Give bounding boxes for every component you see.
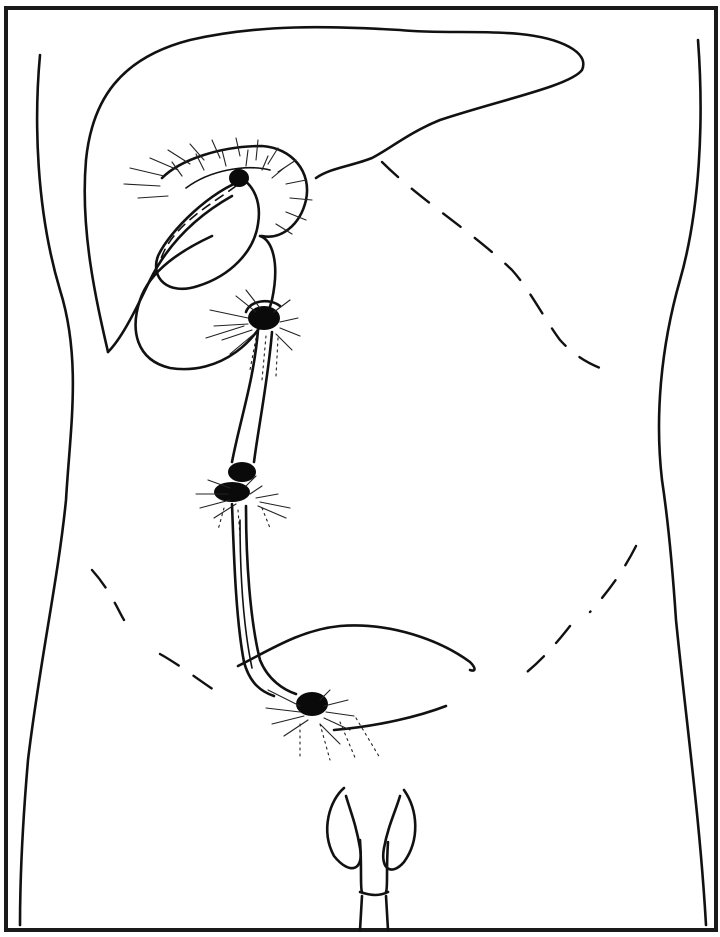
tube-segment-lower-right (246, 506, 296, 694)
gallbladder-dashed-inner (160, 186, 236, 262)
pelvic-curve (334, 706, 446, 730)
liver-outline (85, 27, 584, 352)
torso-right-outline (659, 40, 706, 925)
liver-lower-edge (108, 196, 232, 352)
genital-lower-shaft (360, 896, 388, 930)
upper-stoma-dot (229, 169, 249, 187)
colon-right-dashed (522, 546, 636, 676)
figure-frame (6, 8, 716, 930)
genital-outline (327, 788, 360, 868)
colon-left-dashed (92, 570, 214, 690)
lower-abdominal-curve (238, 625, 475, 670)
stomach-dashed-outline (382, 162, 612, 372)
torso-left-outline (20, 55, 73, 925)
junction-2 (196, 462, 290, 536)
upper-cup-inner (186, 168, 270, 188)
gallbladder-loop (156, 180, 259, 289)
junction-3 (266, 690, 380, 760)
